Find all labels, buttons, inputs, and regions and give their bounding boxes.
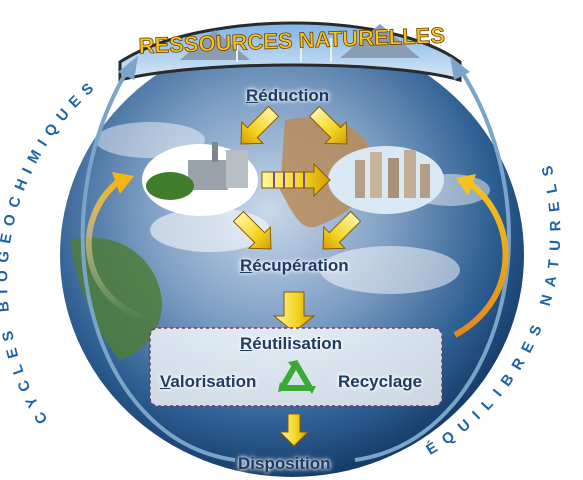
flow-arrow-factory-recuperation	[232, 210, 272, 250]
wind-turbine-icon	[330, 38, 332, 62]
recuperation-label: Récupération	[240, 256, 349, 275]
factory-icon	[142, 142, 258, 216]
reduction-label: Réduction	[246, 86, 330, 105]
recyclage-label: Recyclage	[338, 372, 423, 391]
arc-right-arrowhead	[450, 56, 470, 80]
arc-left-arrowhead	[118, 56, 138, 80]
mountain-icon	[180, 30, 250, 60]
left-side-arrow	[85, 177, 151, 323]
flow-arrow-reduction-left	[240, 105, 280, 145]
mountain-icon	[340, 24, 420, 58]
valorisation-label: Valorisation	[160, 372, 257, 391]
arc-right	[354, 64, 511, 462]
wind-turbine-icon	[300, 36, 302, 62]
city-icon	[328, 146, 444, 214]
flow-arrow-right	[261, 162, 331, 198]
disposition-label: Disposition	[238, 454, 331, 473]
reutilisation-label: Réutilisation	[240, 334, 343, 353]
right-side-arrow	[453, 179, 509, 338]
cloud	[320, 246, 460, 294]
wind-turbine-icon	[236, 40, 238, 62]
flow-arrow-down-2	[278, 413, 310, 447]
left-side-arrowhead	[112, 172, 134, 194]
arc-left	[80, 64, 236, 462]
flow-arrow-down-1	[272, 291, 316, 333]
flow-arrow-reduction-right	[308, 105, 348, 145]
right-side-arrowhead	[456, 174, 476, 196]
recycle-icon	[278, 360, 316, 394]
flow-arrow-city-recuperation	[322, 210, 362, 250]
